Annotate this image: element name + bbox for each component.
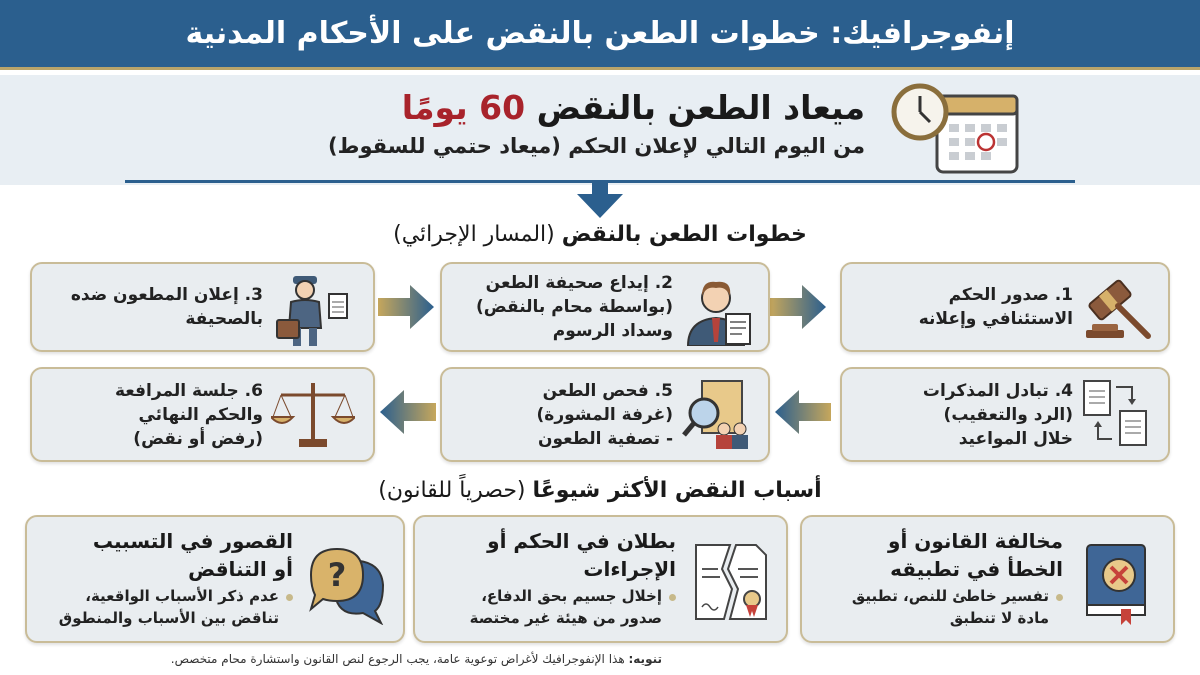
flow-arrow-left-icon	[380, 390, 436, 434]
reasons-section-title: أسباب النقض الأكثر شيوعًا (حصرياً للقانو…	[378, 478, 822, 503]
step-3-card: 3. إعلان المطعون ضده بالصحيفة	[30, 262, 375, 352]
reason-card-reasoning-deficiency: القصور في التسبيب أو التناقض عدم ذكر الأ…	[25, 515, 405, 643]
step-1-card: 1. صدور الحكم الاستئنافي وإعلانه	[840, 262, 1170, 352]
reason-bullet: تفسير خاطئ للنص، تطبيق مادة لا تنطبق	[852, 585, 1064, 629]
deadline-title-prefix: ميعاد الطعن بالنقض	[536, 88, 865, 127]
step-5-card: 5. فحص الطعن (غرفة المشورة) - تصفية الطع…	[440, 367, 770, 462]
book-error-icon	[1086, 544, 1146, 625]
disclaimer-label: تنويه:	[628, 652, 662, 666]
reason-bullet: عدم ذكر الأسباب الواقعية، تناقض بين الأس…	[59, 585, 294, 629]
deadline-title: ميعاد الطعن بالنقض 60 يومًا	[328, 86, 865, 130]
magnifier-review-icon	[682, 380, 748, 449]
down-arrow-icon	[577, 182, 623, 218]
step-2-card: 2. إيداع صحيفة الطعن (بواسطة محام بالنقض…	[440, 262, 770, 352]
reason-card-nullity: بطلان في الحكم أو الإجراءات إخلال جسيم ب…	[413, 515, 788, 643]
lawyer-document-icon	[686, 281, 751, 346]
svg-text:?: ?	[328, 556, 347, 594]
disclaimer: تنويه: هذا الإنفوجرافيك لأغراض توعوية عا…	[171, 652, 662, 666]
scales-of-justice-icon	[271, 383, 355, 447]
flow-arrow-right-icon	[770, 285, 826, 329]
disclaimer-text: هذا الإنفوجرافيك لأغراض توعوية عامة، يجب…	[170, 652, 625, 666]
flow-arrow-left-icon	[775, 390, 831, 434]
question-speech-bubble-icon: ?	[309, 547, 385, 625]
bailiff-briefcase-icon	[276, 276, 348, 346]
step-6-card: 6. جلسة المرافعة والحكم النهائي (رفض أو …	[30, 367, 375, 462]
page-title: إنفوجرافيك: خطوات الطعن بالنقض على الأحك…	[185, 16, 1015, 51]
gavel-icon	[1086, 279, 1151, 339]
divider-line	[125, 180, 1075, 183]
deadline-text: ميعاد الطعن بالنقض 60 يومًا من اليوم الت…	[328, 86, 865, 162]
reason-card-law-violation: مخالفة القانون أو الخطأ في تطبيقه تفسير …	[800, 515, 1175, 643]
deadline-days: 60 يومًا	[401, 88, 526, 127]
flow-arrow-right-icon	[378, 285, 434, 329]
deadline-subtitle: من اليوم التالي لإعلان الحكم (ميعاد حتمي…	[328, 134, 865, 158]
reason-bullet: إخلال جسيم بحق الدفاع، صدور من هيئة غير …	[470, 585, 677, 629]
document-exchange-icon	[1083, 380, 1147, 446]
steps-section-title: خطوات الطعن بالنقض (المسار الإجرائي)	[393, 222, 807, 247]
torn-certificate-icon	[695, 544, 767, 620]
calendar-clock-icon	[891, 83, 1019, 174]
title-banner: إنفوجرافيك: خطوات الطعن بالنقض على الأحك…	[0, 0, 1200, 70]
step-4-card: 4. تبادل المذكرات (الرد والتعقيب) خلال ا…	[840, 367, 1170, 462]
